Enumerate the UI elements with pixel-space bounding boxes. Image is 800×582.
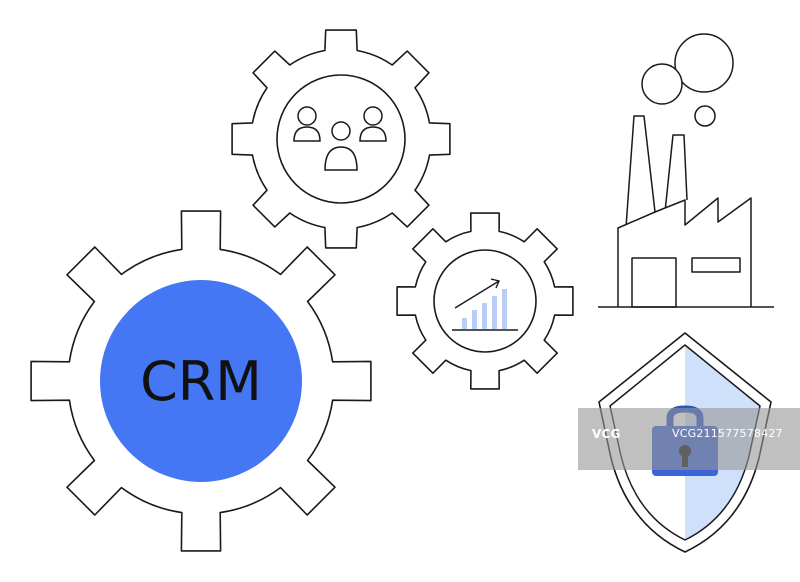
factory-icon [598,33,774,308]
crm-label: CRM [140,350,262,413]
growth-chart-icon [452,278,518,331]
people-icon [293,106,387,171]
watermark-band [578,408,800,470]
crm-gear-icon: CRM [30,210,372,552]
people-gear-icon [231,29,451,249]
growth-gear-icon [396,212,574,390]
crm-gear-hub [100,280,302,482]
watermark-id: VCG211577578427 [672,427,783,440]
watermark-logo: VCG [592,427,621,441]
